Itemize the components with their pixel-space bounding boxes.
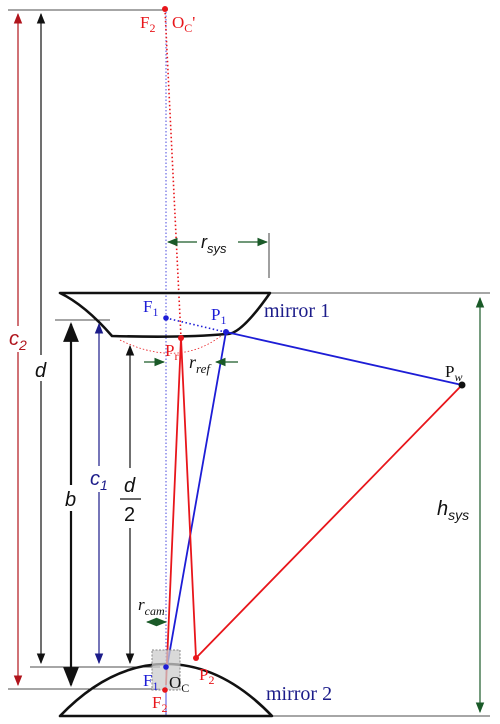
pr-label: Pr	[165, 341, 178, 363]
f2-bottom-label: F2	[152, 693, 167, 715]
mirror2-label: mirror 2	[266, 683, 332, 705]
mirror1-label: mirror 1	[264, 300, 330, 322]
c1-label: c1	[90, 468, 108, 493]
b-label: b	[65, 489, 76, 511]
f2-prime-point	[162, 6, 168, 12]
d-label-background	[32, 355, 50, 381]
blue-ray	[166, 330, 463, 668]
f1-bottom-label: F1	[143, 671, 158, 693]
d-label: d	[35, 360, 47, 382]
oc-label: OC	[169, 673, 189, 695]
f2-bottom-point	[162, 687, 168, 693]
f1-top-point	[163, 315, 169, 321]
mirror1-shape	[58, 291, 272, 338]
red-ray	[165, 337, 463, 686]
half-d-denominator: 2	[124, 504, 135, 526]
r-sys-label: rsys	[201, 232, 227, 256]
f1-bottom-point	[163, 664, 169, 670]
r-cam-label: rcam	[138, 595, 165, 618]
pw-label: Pw	[445, 362, 462, 384]
c1-label-background	[88, 466, 114, 492]
p1-point	[223, 329, 229, 335]
half-d-numerator: d	[124, 475, 136, 497]
p2-point	[193, 655, 199, 661]
virtual-projection-line	[164, 9, 182, 339]
c2-label-background	[6, 326, 32, 352]
pw-point	[458, 381, 466, 389]
r-ref-label: rref	[189, 352, 212, 376]
p2-label: P2	[199, 665, 214, 687]
c2-label: c2	[9, 328, 27, 353]
b-label-background	[62, 485, 80, 511]
half-d-label-background	[118, 468, 142, 528]
f2-prime-label: F2	[140, 13, 155, 35]
p1-label: P1	[211, 305, 226, 327]
pr-point	[178, 335, 184, 341]
oc-prime-label: OC'	[172, 13, 195, 35]
f1-top-label: F1	[143, 297, 158, 319]
h-sys-label: hsys	[437, 498, 469, 523]
